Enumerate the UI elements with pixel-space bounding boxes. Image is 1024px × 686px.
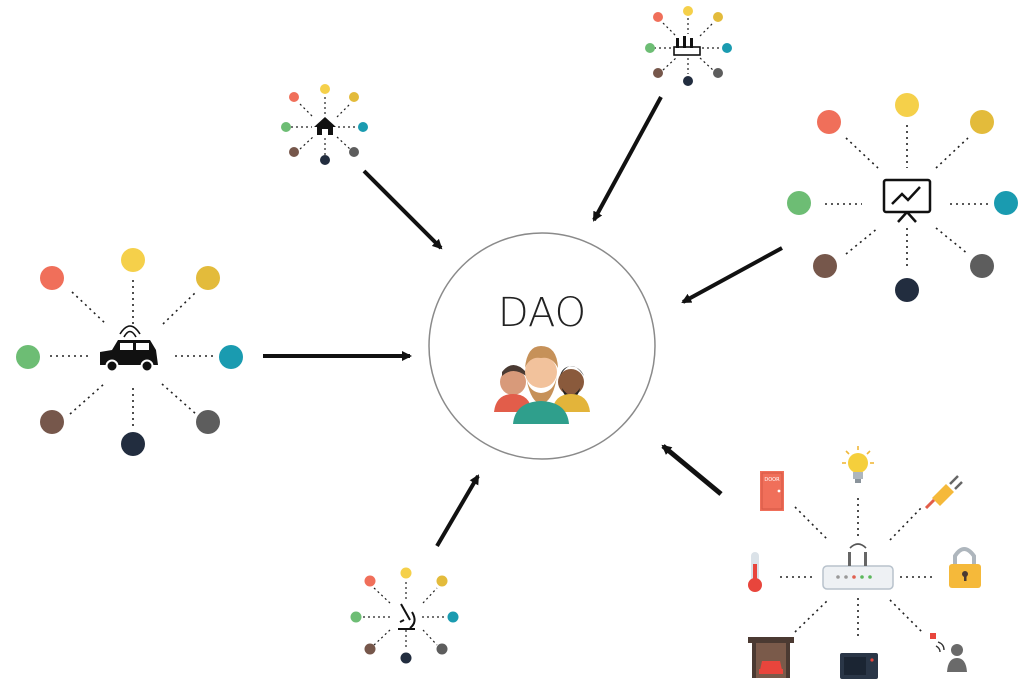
padlock-icon bbox=[949, 547, 981, 588]
door-text: DOOR bbox=[764, 477, 780, 483]
arrows bbox=[263, 96, 783, 548]
dot-navy bbox=[121, 432, 145, 456]
arrow-home bbox=[362, 169, 443, 250]
dao-node: DAO bbox=[428, 232, 656, 460]
router-icon bbox=[822, 543, 894, 590]
presentation-board-icon bbox=[882, 178, 932, 223]
factory-icon bbox=[673, 36, 701, 56]
node-home bbox=[281, 84, 368, 165]
arrow-presentation bbox=[681, 246, 783, 304]
door-icon: DOOR bbox=[760, 471, 784, 511]
node-presentation bbox=[787, 93, 1018, 302]
node-iot-router: DOOR bbox=[748, 446, 981, 679]
dao-label: DAO bbox=[498, 290, 586, 336]
garage-icon bbox=[748, 637, 794, 678]
dot-brown bbox=[40, 410, 64, 434]
dot-teal bbox=[219, 345, 243, 369]
people-group-icon bbox=[494, 346, 590, 424]
speaker-icon bbox=[840, 653, 878, 679]
arrow-lab bbox=[435, 474, 480, 548]
dot-yellow bbox=[121, 248, 145, 272]
dot-green bbox=[16, 345, 40, 369]
dot-gold bbox=[196, 266, 220, 290]
node-factory bbox=[645, 6, 732, 86]
person-sensor-icon bbox=[930, 633, 967, 672]
lightbulb-icon bbox=[842, 446, 874, 483]
dot-red bbox=[40, 266, 64, 290]
node-lab bbox=[350, 567, 459, 664]
arrow-factory bbox=[592, 96, 663, 222]
arrow-iot bbox=[661, 444, 723, 496]
dao-circle bbox=[428, 232, 656, 460]
plug-icon bbox=[924, 475, 963, 510]
node-car bbox=[16, 248, 243, 456]
dot-gray bbox=[196, 410, 220, 434]
microscope-icon bbox=[398, 603, 416, 630]
connected-car-icon bbox=[100, 325, 158, 373]
thermometer-icon bbox=[748, 552, 762, 592]
home-icon bbox=[314, 117, 336, 135]
